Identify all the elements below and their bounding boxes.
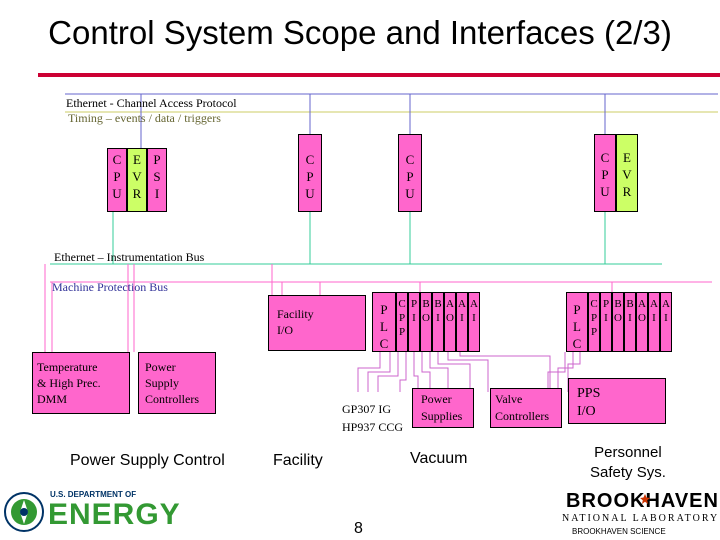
plc1-slot: C P P <box>396 292 408 352</box>
group-personnel-safety: Personnel Safety Sys. <box>590 444 666 481</box>
plc1-slot: A O <box>444 292 456 352</box>
timing-label: Timing – events / data / triggers <box>68 111 221 125</box>
doe-small-text: U.S. DEPARTMENT OF <box>50 490 137 499</box>
bnl-star-icon <box>640 494 650 504</box>
power-supply-controllers-box: Power Supply Controllers <box>138 352 216 414</box>
crate3-cpu: C P U <box>398 134 422 212</box>
crate1-psi: P S I <box>147 148 167 212</box>
instrumentation-label: Ethernet – Instrumentation Bus <box>54 250 205 264</box>
mps-label: Machine Protection Bus <box>52 280 168 294</box>
group-facility: Facility <box>273 452 323 469</box>
page-number: 8 <box>354 520 363 537</box>
page-title: Control System Scope and Interfaces (2/3… <box>48 14 672 51</box>
crate1-cpu: C P U <box>107 148 127 212</box>
ethernet-ca-label: Ethernet - Channel Access Protocol <box>66 96 237 110</box>
group-vacuum: Vacuum <box>410 450 468 467</box>
plc2-slot: A O <box>636 292 648 352</box>
bnl-science-text: BROOKHAVEN SCIENCE <box>572 527 666 536</box>
group-power-supply-control: Power Supply Control <box>70 452 225 469</box>
crate4-evr: E V R <box>616 134 638 212</box>
plc1-slot: B I <box>432 292 444 352</box>
plc2-slot: A I <box>660 292 672 352</box>
valve-controllers-box: Valve Controllers <box>490 388 562 428</box>
crate4-cpu: C P U <box>594 134 616 212</box>
plc2-plc: P L C <box>566 292 588 352</box>
plc2-slot: B O <box>612 292 624 352</box>
doe-seal-icon <box>4 492 44 532</box>
bnl-big-text: BROOKHAVEN <box>566 490 719 512</box>
plc2-slot: P I <box>600 292 612 352</box>
plc1-slot: A I <box>456 292 468 352</box>
bnl-sub-text: NATIONAL LABORATORY <box>562 513 720 524</box>
plc2-slot: B I <box>624 292 636 352</box>
temperature-dmm-box: Temperature & High Prec. DMM <box>32 352 130 414</box>
pps-io-box: PPS I/O <box>568 378 666 424</box>
plc1-plc: P L C <box>372 292 396 352</box>
title-rule <box>38 73 720 77</box>
gauges-box: GP307 IG HP937 CCG <box>342 392 412 438</box>
doe-big-text: ENERGY <box>48 498 181 531</box>
plc1-slot: P I <box>408 292 420 352</box>
crate2-cpu: C P U <box>298 134 322 212</box>
crate1-evr: E V R <box>127 148 147 212</box>
plc2-slot: A I <box>648 292 660 352</box>
plc1-slot: A I <box>468 292 480 352</box>
doe-logo: U.S. DEPARTMENT OF ENERGY <box>2 490 180 538</box>
power-supplies-box: Power Supplies <box>412 388 474 428</box>
plc2-slot: C P P <box>588 292 600 352</box>
facility-io-box: Facility I/O <box>268 295 366 351</box>
plc1-slot: B O <box>420 292 432 352</box>
